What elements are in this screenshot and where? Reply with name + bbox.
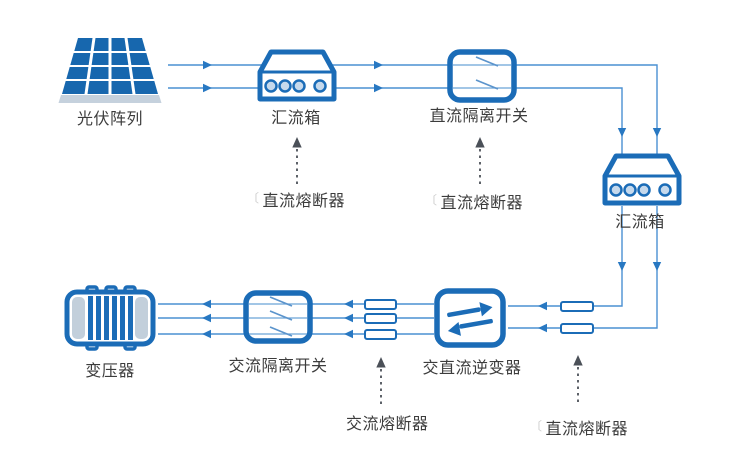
annotation-arrowheads: [292, 137, 583, 368]
ac-isolator-icon: [243, 290, 313, 344]
dc-fuse-1: [560, 300, 594, 312]
dc-fuse-2: [560, 322, 594, 334]
port-circles: [609, 183, 672, 197]
dc-isolator-label: 直流隔离开关: [429, 108, 529, 125]
transformer-label: 变压器: [85, 363, 135, 380]
arrowhead-up-icon: [292, 137, 302, 148]
arrowhead-right-icon: [374, 60, 383, 70]
arrowhead-left-icon: [202, 329, 211, 339]
dc-ac-arrows-icon: [447, 302, 493, 336]
dc-isolator-icon: [447, 49, 517, 103]
dc-fuse-annotation-3: 〔直流熔断器: [530, 419, 629, 439]
arrowhead-up-icon: [573, 355, 583, 366]
wire-combiner2-to-inverter-bottom: [508, 206, 658, 329]
arrowhead-down-icon: [617, 128, 627, 137]
switch-blades: [269, 296, 293, 337]
pv-cell-gaps: [84, 38, 136, 94]
arrowhead-up-icon: [376, 357, 386, 368]
arrowhead-left-icon: [344, 299, 353, 309]
arrowhead-left-icon: [202, 313, 211, 323]
dc-fuse-annotation-1-text: 直流熔断器: [262, 193, 346, 210]
arrowhead-left-icon: [344, 313, 353, 323]
wire-lines: [158, 64, 658, 335]
pv-array-icon: [58, 38, 162, 103]
bracket-mark: 〔: [425, 193, 438, 207]
arrowhead-left-icon: [538, 301, 547, 311]
flow-arrowheads: [202, 60, 662, 339]
ac-fuse-3: [364, 328, 397, 340]
dc-fuse-annotation-2-text: 直流熔断器: [440, 195, 524, 212]
inverter-icon: [434, 288, 506, 348]
arrowhead-down-icon: [652, 262, 662, 271]
inverter-label: 交直流逆变器: [422, 360, 522, 377]
dc-fuse-annotation-2: 〔直流熔断器: [425, 193, 524, 213]
bracket-mark: 〔: [530, 419, 543, 433]
combiner-box-2-label: 汇流箱: [615, 214, 665, 231]
arrowhead-down-icon: [617, 262, 627, 271]
wire-dc-top: [168, 64, 658, 156]
dc-fuse-annotation-1: 〔直流熔断器: [247, 191, 346, 211]
ac-fuse-1: [364, 298, 397, 310]
dc-fuse-annotation-3-text: 直流熔断器: [545, 421, 629, 438]
transformer-icon: [64, 285, 156, 351]
port-circles: [264, 79, 327, 93]
arrowhead-down-icon: [652, 128, 662, 137]
combiner-box-2-icon: [602, 153, 682, 206]
ac-fuse-2: [364, 312, 397, 324]
pv-base: [58, 95, 162, 103]
combiner-box-1-label: 汇流箱: [271, 110, 321, 127]
pass-through-wires: [249, 303, 307, 335]
wire-dc-bottom: [168, 87, 623, 156]
arrowhead-right-icon: [203, 83, 212, 93]
arrowhead-right-icon: [203, 60, 212, 70]
arrowhead-left-icon: [202, 299, 211, 309]
arrowhead-right-icon: [374, 83, 383, 93]
bracket-mark: 〔: [247, 191, 260, 205]
ac-fuse-annotation: 交流熔断器: [346, 416, 429, 434]
switch-blades: [475, 56, 499, 90]
pv-array-label: 光伏阵列: [76, 111, 143, 128]
transformer-ribs: [88, 296, 133, 340]
ac-fuse-annotation-text: 交流熔断器: [346, 416, 429, 433]
arrowhead-left-icon: [538, 323, 547, 333]
arrowhead-left-icon: [344, 329, 353, 339]
arrowhead-up-icon: [475, 137, 485, 148]
ac-isolator-label: 交流隔离开关: [228, 358, 328, 375]
combiner-box-1-icon: [257, 49, 337, 102]
pass-through-wires: [453, 64, 511, 89]
